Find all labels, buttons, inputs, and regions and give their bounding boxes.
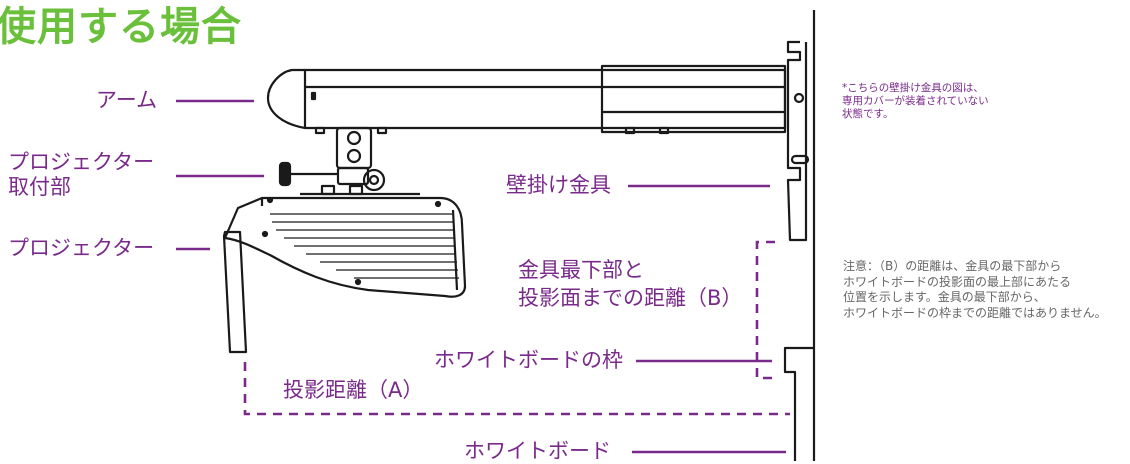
wall-bracket-plate — [786, 40, 808, 242]
distance-b-line — [755, 240, 775, 380]
label-bracket-bottom-1: 金具最下部と — [518, 258, 644, 282]
arm-tube — [303, 68, 787, 130]
label-whiteboard: ホワイトボード — [464, 439, 611, 463]
note-caution-line4: ホワイトボードの枠までの距離ではありません。 — [843, 305, 1107, 320]
note-caution-line3: 位置を示します。金具の最下部から、 — [843, 290, 1046, 305]
label-projector-mount-1: プロジェクター — [8, 150, 155, 174]
arm-sleeve — [600, 64, 787, 134]
label-bracket-bottom-2: 投影面までの距離（B） — [518, 286, 743, 310]
arm-nose — [266, 68, 306, 130]
bracket-slot — [790, 154, 810, 165]
mount-knob — [278, 161, 292, 187]
note-caution: 注意：（B）の距離は、金具の最下部から ホワイトボードの投影面の最上部にあたる … — [843, 259, 1107, 321]
note-cover-line3: 状態です。 — [842, 108, 894, 121]
bracket-hole-top — [793, 92, 805, 104]
note-cover-line2: 専用カバーが装着されていない — [842, 95, 989, 108]
note-caution-line2: ホワイトボードの投影面の最上部にあたる — [843, 274, 1072, 289]
projector-body — [223, 196, 467, 298]
label-projection-distance: 投影距離（A） — [283, 378, 424, 402]
label-arm: アーム — [96, 88, 158, 112]
note-caution-line1: 注意：（B）の距離は、金具の最下部から — [843, 259, 1062, 273]
whiteboard-frame — [783, 346, 814, 461]
label-projector-mount-2: 取付部 — [8, 175, 71, 199]
note-cover: *こちらの壁掛け金具の図は、 専用カバーが装着されていない 状態です。 — [842, 82, 989, 121]
projector-lip — [222, 230, 248, 354]
label-wall-bracket: 壁掛け金具 — [506, 173, 611, 197]
distance-a-line — [243, 362, 790, 416]
label-whiteboard-frame: ホワイトボードの枠 — [434, 348, 623, 372]
page-title: 使用する場合 — [0, 4, 242, 50]
note-cover-line1: *こちらの壁掛け金具の図は、 — [842, 82, 984, 94]
label-projector: プロジェクター — [8, 236, 155, 260]
